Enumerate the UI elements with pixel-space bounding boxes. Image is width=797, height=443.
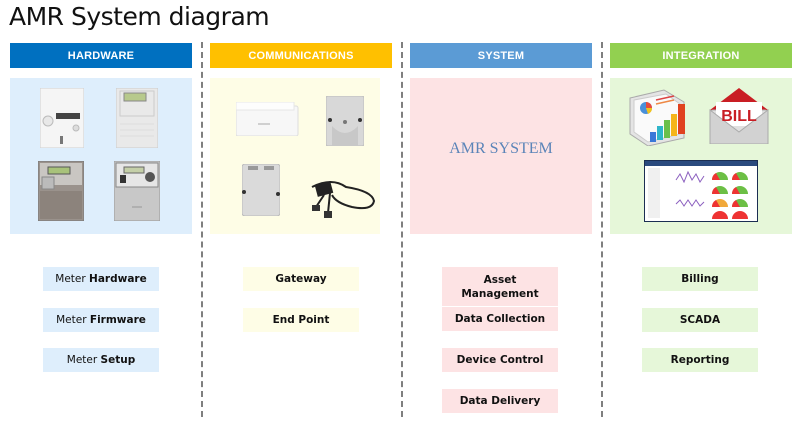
hardware-panel	[10, 78, 192, 234]
dashboard-screenshot-icon	[644, 160, 758, 222]
list-item: Gateway	[243, 267, 359, 291]
list-item: Device Control	[442, 348, 558, 372]
cable-adapter-icon	[311, 181, 376, 218]
meter-icon	[116, 88, 158, 148]
meter-icon	[114, 161, 160, 221]
bill-text: BILL	[721, 108, 757, 125]
system-panel: AMR SYSTEM	[410, 78, 592, 234]
list-item: Billing	[642, 267, 758, 291]
meter-icon	[40, 88, 84, 148]
hardware-header: HARDWARE	[10, 43, 192, 68]
list-item: Data Delivery	[442, 389, 558, 413]
endpoint-device-icon	[326, 96, 364, 146]
list-item: SCADA	[642, 308, 758, 332]
system-header: SYSTEM	[410, 43, 592, 68]
meter-icon	[38, 161, 84, 221]
list-item: Meter Firmware	[43, 308, 159, 332]
communications-header: COMMUNICATIONS	[210, 43, 392, 68]
integration-header: INTEGRATION	[610, 43, 792, 68]
communications-panel	[210, 78, 380, 234]
amr-system-label: AMR SYSTEM	[449, 140, 553, 157]
gateway-device-icon	[236, 102, 299, 136]
column-divider	[401, 42, 403, 417]
list-item: Meter Hardware	[43, 267, 159, 291]
column-divider	[201, 42, 203, 417]
list-item: Reporting	[642, 348, 758, 372]
page-title: AMR System diagram	[9, 2, 270, 31]
list-item: End Point	[243, 308, 359, 332]
integration-panel: BILL	[610, 78, 792, 234]
endpoint-device-icon	[242, 164, 280, 216]
list-item: Meter Setup	[43, 348, 159, 372]
list-item: Data Collection	[442, 307, 558, 331]
list-item: Asset Management	[442, 267, 558, 306]
column-divider	[601, 42, 603, 417]
bill-envelope-icon: BILL	[709, 88, 769, 144]
reports-chart-icon	[629, 89, 685, 146]
